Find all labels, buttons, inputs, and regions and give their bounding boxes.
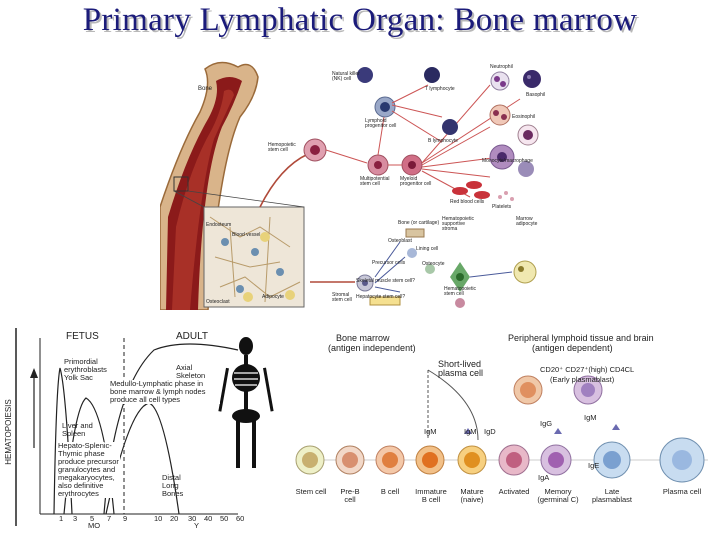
- stage-memory: Memory (germinal C): [537, 487, 579, 504]
- t-lymph-label: T lymphocyte: [425, 86, 455, 92]
- stage-mature: Mature (naive): [460, 487, 484, 504]
- neutrophil-label: Neutrophil: [490, 64, 513, 70]
- platelets-label: Platelets: [492, 204, 512, 210]
- blood-vessel-label: Blood vessel: [232, 232, 261, 238]
- monocyte-label: Monocyte/macrophage: [482, 158, 533, 164]
- supportive-stroma-label: Hematopoietic supportive stroma: [442, 216, 474, 232]
- tick-50: 50: [220, 514, 229, 523]
- osteoclast-label: Osteoclast: [206, 299, 230, 305]
- multipotential-label: Multipotential stem cell: [360, 176, 390, 187]
- page-title: Primary Lymphatic Organ: Bone marrow: [82, 2, 638, 38]
- bone-label: Bone: [198, 86, 213, 92]
- periph-heading: Peripheral lymphoid tissue and brain: [508, 333, 654, 343]
- stromal-label: Stromal stem cell: [332, 292, 352, 303]
- axial-label: Axial Skeleton: [176, 363, 206, 380]
- lining-cell-label: Lining cell: [416, 246, 439, 252]
- rbc-label: Red blood cells: [450, 199, 485, 205]
- adipocyte-label: Adipocyte: [262, 294, 284, 300]
- stage-immature: Immature B cell: [415, 487, 447, 504]
- bone-marrow-illustration: Bone Hemopoietic stem cell Multipotentia…: [160, 57, 560, 310]
- bone-cartilage-label: Bone (or cartilage): [398, 220, 440, 226]
- short-lived-label: Short-lived plasma cell: [438, 359, 484, 378]
- igd-label: IgD: [484, 427, 496, 436]
- tick-40: 40: [204, 514, 213, 523]
- stage-activated: Activated: [498, 487, 530, 496]
- stage-b-cell: B cell: [380, 487, 400, 496]
- marrow-adipocyte-label: Marrow adipocyte: [516, 216, 538, 227]
- precursor-label: Precursor cells: [372, 260, 406, 266]
- tick-9: 9: [123, 514, 128, 523]
- bm-sub: (antigen independent): [328, 343, 416, 353]
- markers-label: CD20⁺ CD27⁺(high) CD4CL: [540, 365, 635, 374]
- endosteum-label: Endosteum: [206, 222, 232, 228]
- bm-heading: Bone marrow: [336, 333, 390, 343]
- eosinophil-label: Eosinophil: [512, 114, 536, 120]
- bone-marrow-art: [160, 61, 541, 310]
- b-cell-art: [295, 369, 708, 483]
- hematopoiesis-plot: [15, 328, 274, 526]
- tick-7: 7: [107, 514, 112, 523]
- igm-label: IgM: [424, 427, 437, 436]
- hematopoiesis-graph: FETUS ADULT HEMATOPOIESIS Primordial ery…: [4, 328, 298, 530]
- igm3-label: IgM: [584, 413, 597, 422]
- x-unit-y: Y: [194, 521, 200, 530]
- early-label: (Early plasmablast): [550, 375, 615, 384]
- ige-label: IgE: [588, 461, 600, 470]
- x-unit-mo: MO: [88, 521, 101, 530]
- nk-cell-label: Natural killer (NK) cell: [332, 71, 360, 82]
- periph-sub: (antigen dependent): [532, 343, 613, 353]
- tick-60: 60: [236, 514, 245, 523]
- stage-late-plasmablast: Late plasmablast: [591, 487, 633, 504]
- fetus-label: FETUS: [66, 331, 99, 342]
- myeloid-label: Myeloid progenitor cell: [400, 176, 432, 187]
- stage-pre-b: Pre-B cell: [340, 487, 360, 504]
- stage-plasma-cell: Plasma cell: [662, 487, 702, 496]
- skeletal-q-label: Skeletal muscle stem cell?: [356, 278, 415, 284]
- primordial-label: Primordial erythroblasts Yolk Sac: [64, 357, 107, 382]
- tick-1: 1: [59, 514, 64, 523]
- hepatocyte-q-label: Hepatocyte stem cell?: [356, 294, 406, 300]
- igm2-label: IgM: [464, 427, 477, 436]
- stage-stem-cell: Stem cell: [295, 487, 327, 496]
- lymphoid-label: Lymphoid progenitor cell: [365, 118, 397, 129]
- medullo-label: Medullo-Lymphatic phase in bone marrow &…: [110, 380, 220, 404]
- tick-10: 10: [154, 514, 163, 523]
- osteoblast-label: Osteoblast: [388, 238, 412, 244]
- osteocyte-label: Osteocyte: [422, 261, 445, 267]
- liver-spleen-label: Liver and Spleen: [62, 421, 93, 438]
- tick-3: 3: [73, 514, 78, 523]
- distal-label: Distal Long Bones: [162, 473, 184, 498]
- tick-5: 5: [90, 514, 95, 523]
- b-lymph-label: B lymphocyte: [428, 138, 459, 144]
- adult-label: ADULT: [176, 331, 209, 342]
- tick-20: 20: [170, 514, 179, 523]
- hepato-label: Hepato-Splenic-Thymic phase produce prec…: [58, 441, 120, 498]
- hematopoietic-stem-label: Hematopoietic stem cell: [444, 286, 476, 297]
- igg-label: IgG: [540, 419, 553, 428]
- iga-label: IgA: [538, 473, 550, 482]
- b-cell-development: Bone marrow (antigen independent) Periph…: [288, 330, 712, 526]
- stem-cell-label: Hemopoietic stem cell: [268, 142, 296, 153]
- y-axis-label: HEMATOPOIESIS: [3, 399, 13, 465]
- tick-30: 30: [188, 514, 197, 523]
- basophil-label: Basophil: [526, 92, 546, 98]
